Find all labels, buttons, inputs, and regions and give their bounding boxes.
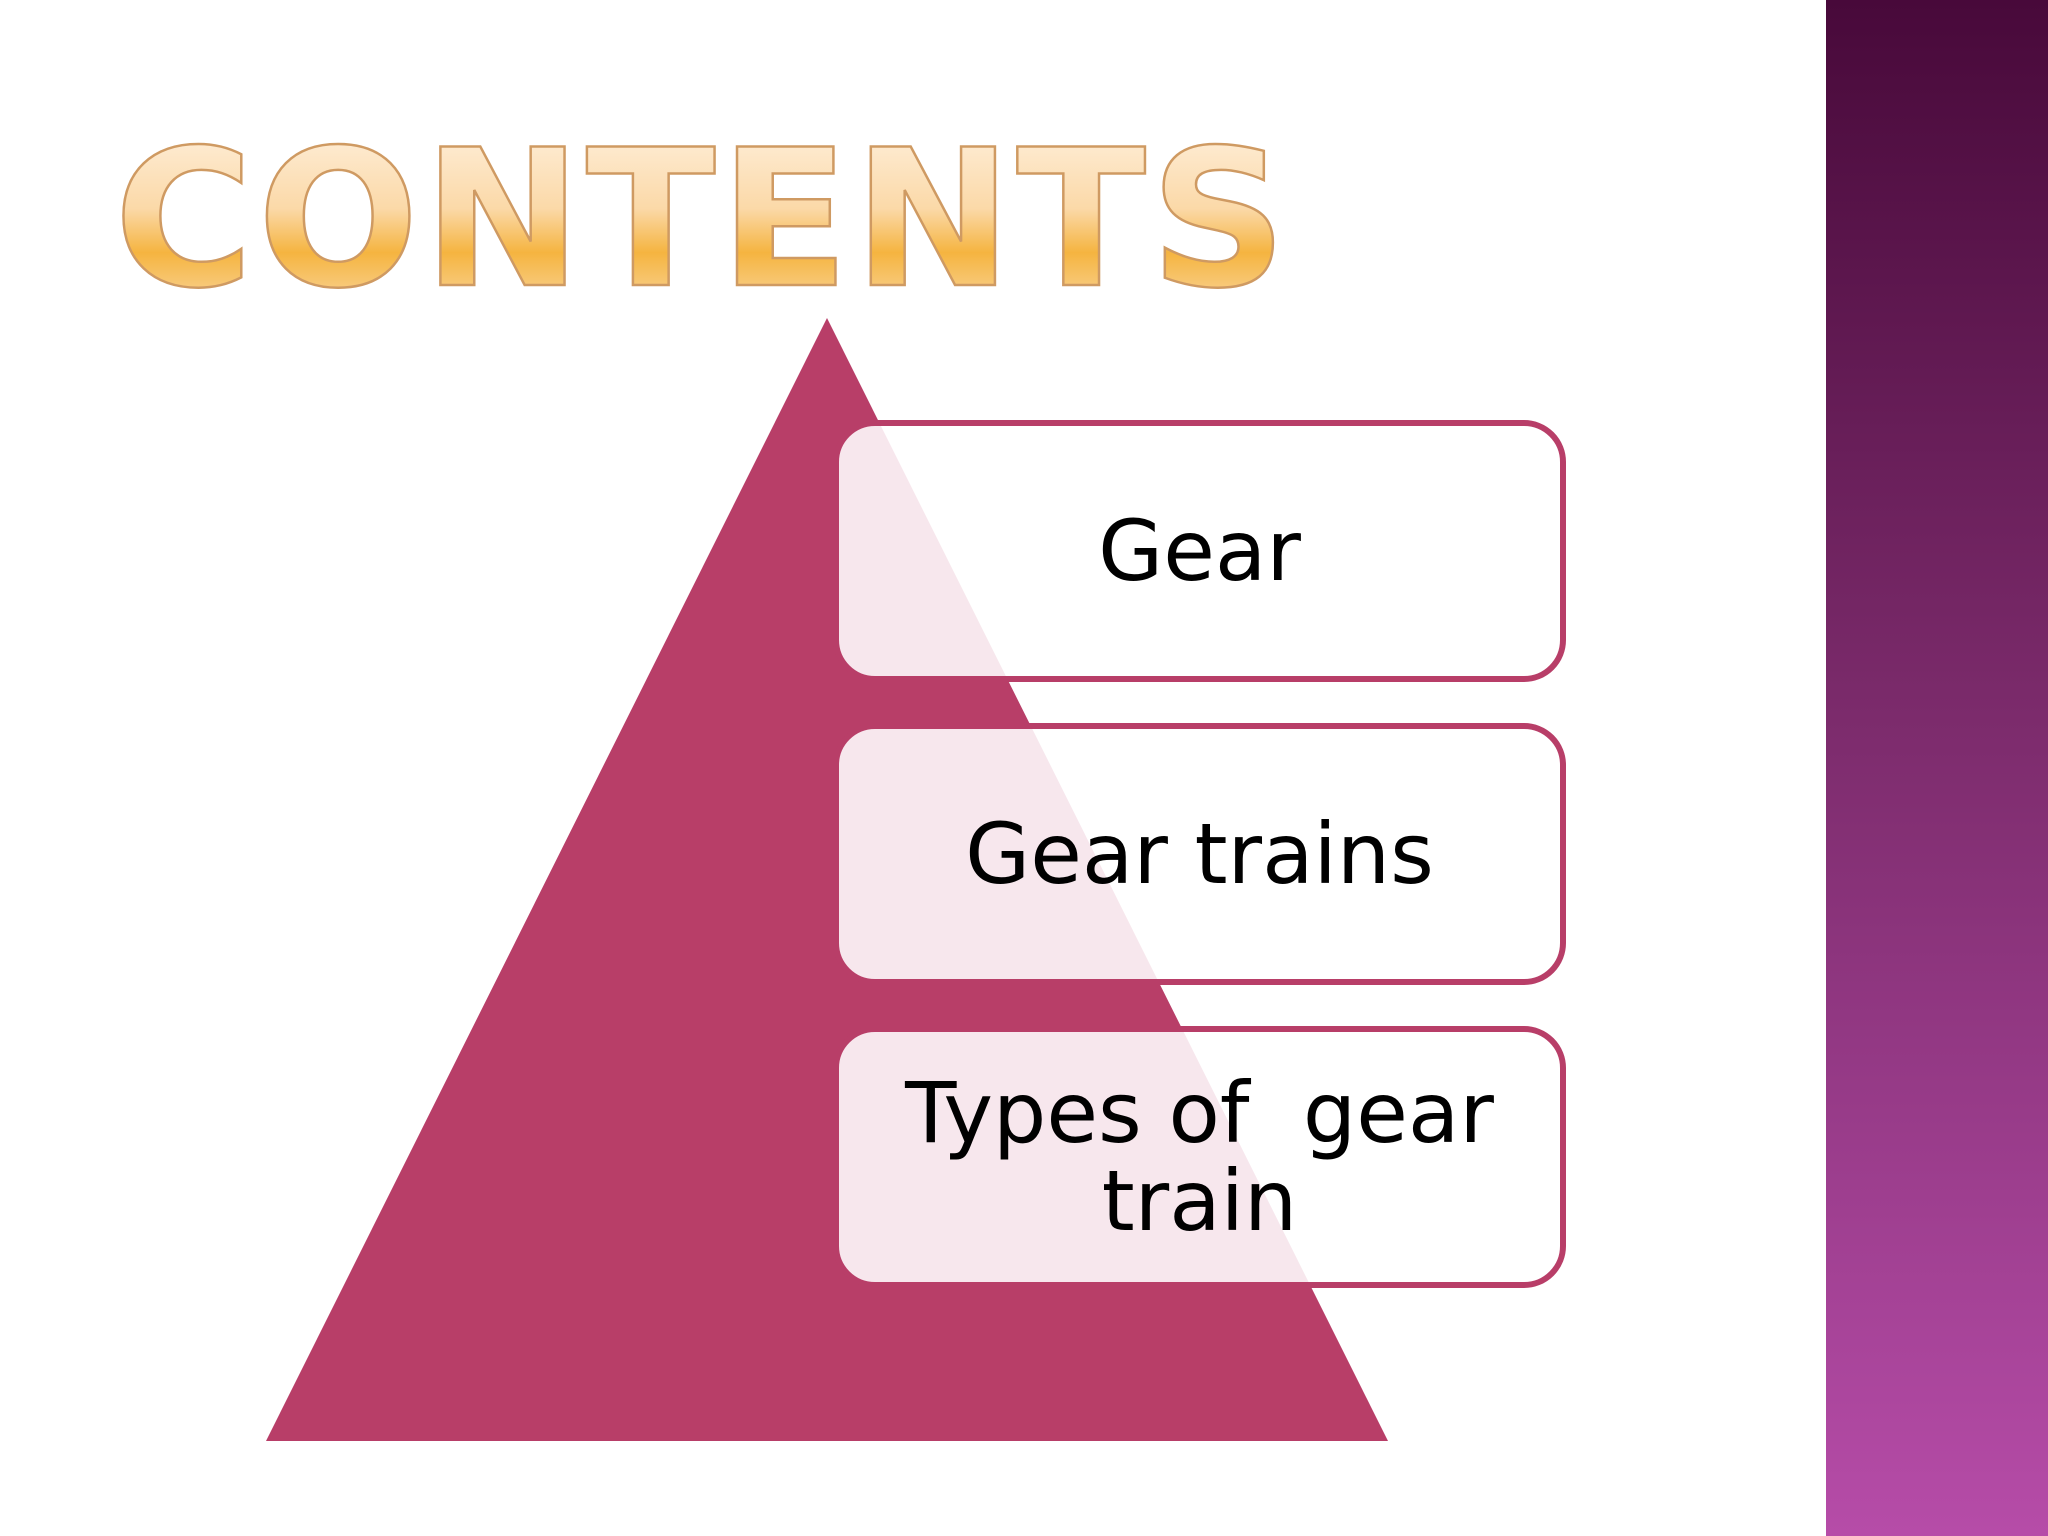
list-item-types-of-gear-train: Types of gear train [833,1026,1566,1288]
list-item-gear: Gear [833,420,1566,682]
side-gradient-bar [1826,0,2048,1536]
list-item-gear-trains: Gear trains [833,723,1566,985]
slide-title: CONTENTS [110,108,1288,332]
slide-title-text: CONTENTS [114,109,1291,330]
